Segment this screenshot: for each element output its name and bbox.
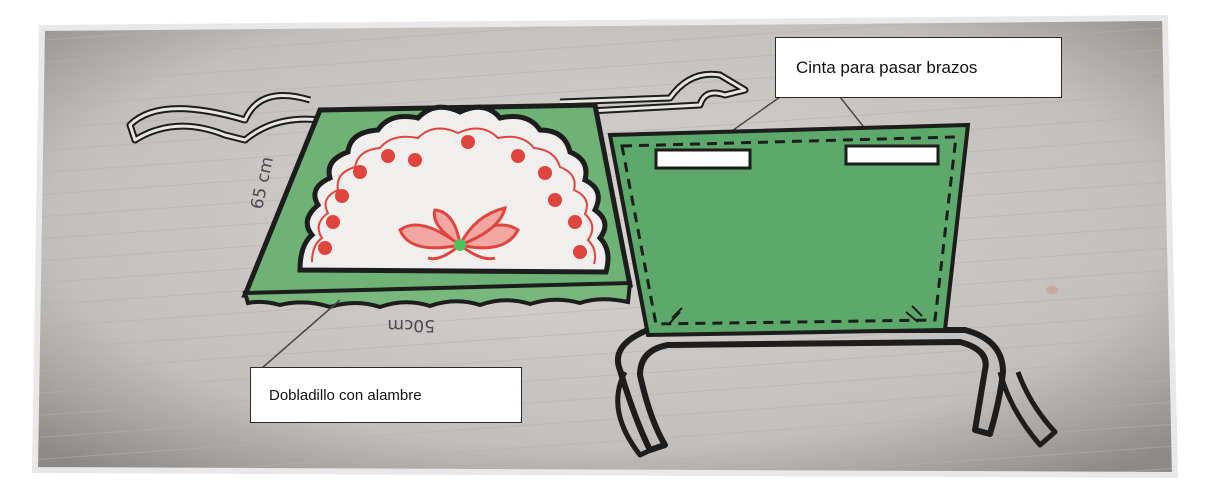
left-apron-body	[241, 102, 634, 310]
center-flower-icon	[398, 205, 520, 261]
hem-callout-text: Dobladillo con alambre	[269, 386, 422, 404]
right-apron-body	[607, 122, 971, 338]
bottom-width-label: 50cm	[387, 315, 435, 335]
ribbon-callout-box: Cinta para pasar brazos	[775, 37, 1062, 98]
right-apron-straps	[615, 327, 1058, 458]
hem-callout-box: Dobladillo con alambre	[250, 367, 522, 423]
ribbon-callout-text: Cinta para pasar brazos	[796, 57, 978, 77]
right-arm-slot	[844, 144, 940, 166]
left-arm-slot	[654, 148, 752, 170]
left-apron-straps	[126, 70, 749, 144]
